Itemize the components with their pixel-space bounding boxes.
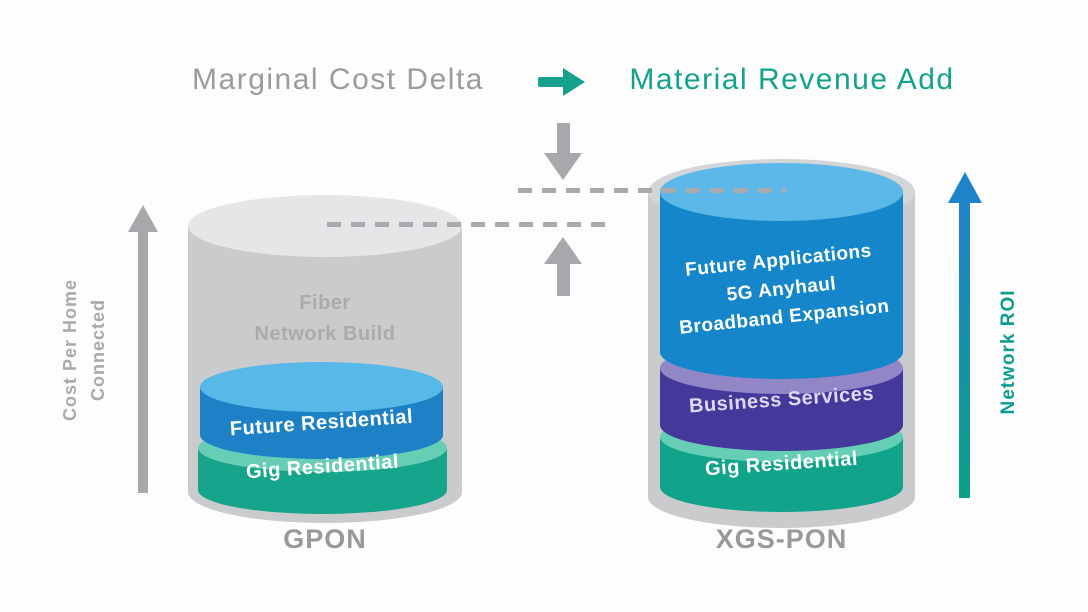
header-left-title: Marginal Cost Delta xyxy=(192,63,484,96)
gpon-fiber-line2: Network Build xyxy=(254,323,396,345)
delta-up-arrow-icon xyxy=(544,237,582,264)
cost-axis-label: Cost Per Home Connected xyxy=(57,220,113,480)
delta-down-arrow-icon xyxy=(544,153,582,180)
gpon-gig-residential-bottom-ellipse xyxy=(198,466,447,514)
gpon-title: GPON xyxy=(283,524,367,554)
gpon-future-residential-bottom-ellipse xyxy=(200,411,443,459)
delta-upper-dashed-line xyxy=(518,188,786,193)
gpon-fiber-network-build-label: Fiber Network Build xyxy=(188,288,462,350)
header-right-arrow-icon xyxy=(538,77,565,87)
cost-axis-label-line2: Connected xyxy=(87,299,108,402)
xgspon-title: XGS-PON xyxy=(715,524,848,554)
roi-axis-arrow-shaft xyxy=(959,201,970,498)
xgspon-gig-residential-bottom-ellipse xyxy=(660,462,903,512)
delta-lower-dashed-line xyxy=(327,222,606,227)
roi-axis-label: Network ROI xyxy=(998,289,1019,415)
header-right-arrow-head-icon xyxy=(563,68,585,96)
xgspon-business-services-bottom-ellipse xyxy=(660,399,903,451)
delta-up-arrow-shaft xyxy=(557,263,570,296)
xgspon-future-applications-bottom-ellipse xyxy=(660,325,903,379)
header-right-title: Material Revenue Add xyxy=(629,63,955,96)
delta-down-arrow-shaft xyxy=(557,123,570,154)
gpon-fiber-line1: Fiber xyxy=(299,292,351,314)
roi-axis-up-arrow-icon xyxy=(948,172,982,203)
gpon-future-residential-top-ellipse xyxy=(200,362,443,412)
cost-axis-label-line1: Cost Per Home xyxy=(60,278,80,422)
cost-axis-up-arrow-icon xyxy=(128,205,158,232)
cost-axis-arrow-shaft xyxy=(138,231,148,493)
